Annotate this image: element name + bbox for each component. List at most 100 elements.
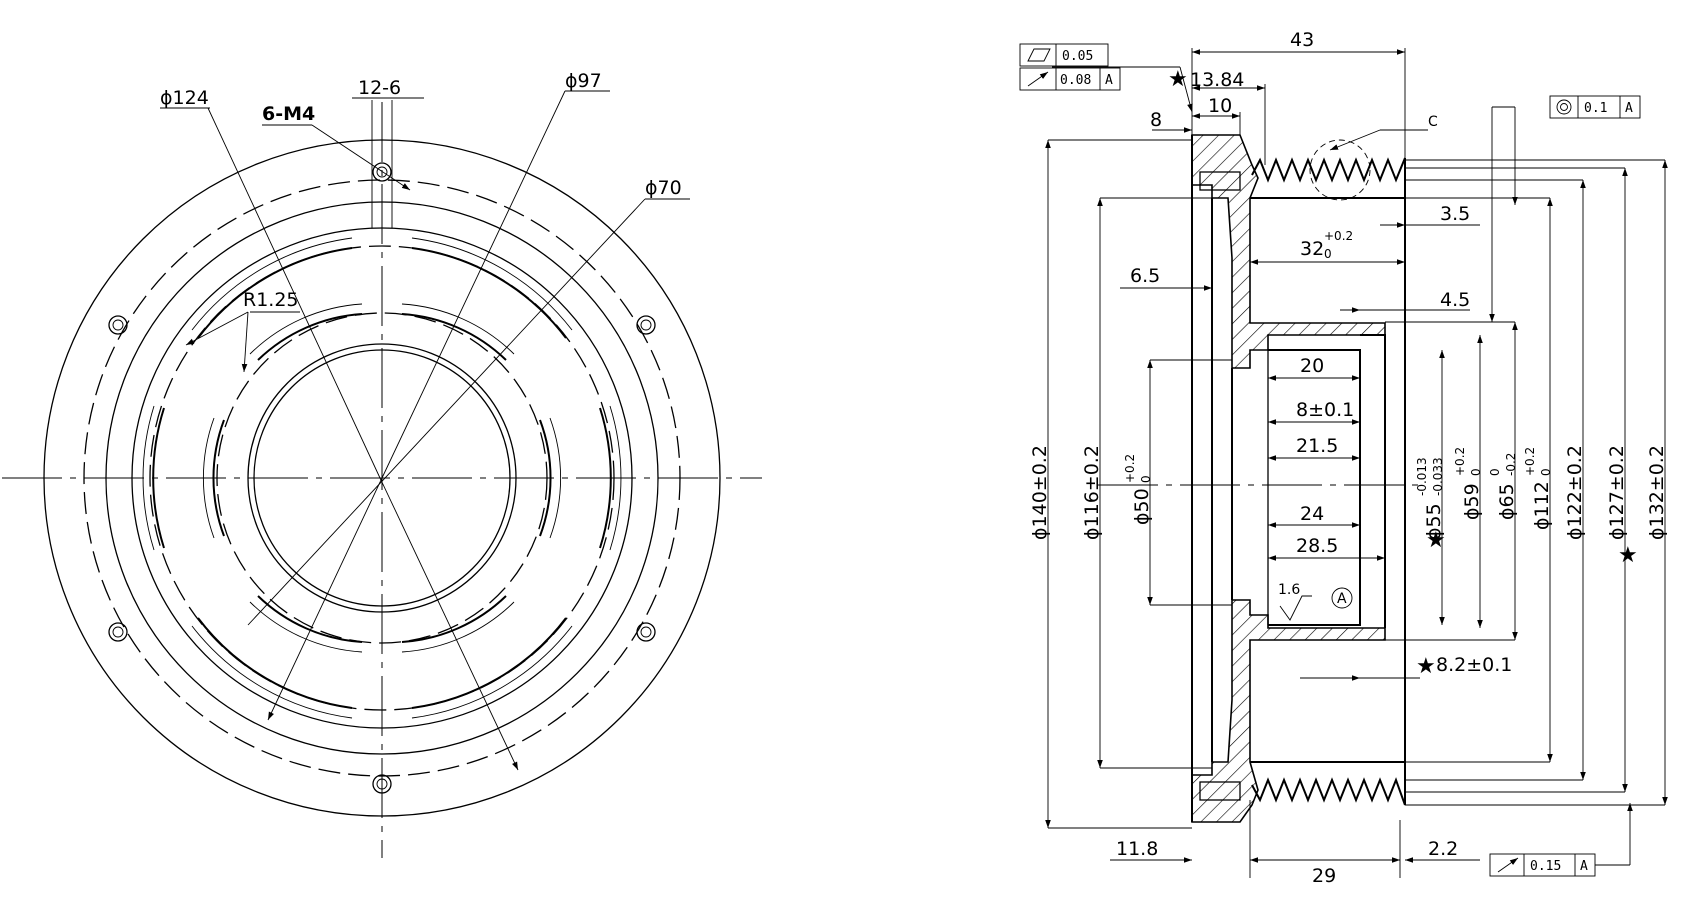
dim-20: 20 [1300, 355, 1324, 377]
circle-d70-outer [247, 343, 517, 613]
m4-leader [311, 124, 411, 191]
slot-inner-4 [401, 595, 507, 643]
circle-d116 [131, 227, 633, 729]
svg-text:★: ★ [1416, 654, 1436, 679]
dim-d55-upper: -0.013 [1415, 457, 1429, 496]
svg-text:★: ★ [1426, 528, 1446, 553]
bolt-hole-1 [372, 162, 392, 182]
slot-outer-4 [411, 617, 567, 709]
dim-d112-lower: 0 [1539, 468, 1553, 476]
svg-text:★: ★ [1618, 543, 1638, 568]
slot-outer-5 [197, 617, 353, 709]
slot-outer-6 [152, 407, 165, 549]
dim-8-pm: 8±0.1 [1296, 399, 1354, 421]
label-d124: ϕ124 [160, 87, 209, 109]
dim-11-8: 11.8 [1116, 838, 1158, 860]
dim-d55-lower: -0.033 [1431, 457, 1445, 496]
dim-4-5: 4.5 [1440, 289, 1470, 311]
section-view: ★ ★ ★ ★ 43 13.84 10 8 C 3.5 32 +0.2 0 6.… [1019, 29, 1668, 887]
detail-circle-c [1309, 139, 1371, 201]
slot-outer-1 [197, 247, 353, 339]
grooves-bottom [1251, 777, 1406, 806]
dim-8: 8 [1150, 109, 1162, 131]
dim-10: 10 [1208, 95, 1232, 117]
dim-43: 43 [1290, 29, 1314, 51]
dim-d116: ϕ116±0.2 [1081, 445, 1103, 540]
datum-a-circle [1331, 587, 1353, 609]
fcf-flatness-value: 0.05 [1062, 49, 1093, 64]
bolt-hole-2 [372, 774, 392, 794]
dim-d127: ϕ127±0.2 [1606, 445, 1628, 540]
runout-icon [1027, 71, 1049, 87]
fcf-concentricity: 0.1 A [1549, 95, 1641, 119]
concentricity-icon [1556, 99, 1572, 115]
label-6-m4: 6-M4 [262, 103, 315, 125]
surface-finish-symbol [1279, 595, 1312, 621]
fcf-runout-2-value: 0.15 [1530, 859, 1561, 874]
bolt-hole-4 [636, 315, 656, 335]
fcf-runout-2: 0.15 A [1489, 853, 1596, 877]
datum-a-label: A [1337, 591, 1347, 607]
dim-32-lower: 0 [1324, 247, 1332, 261]
outer-circle-d140 [43, 139, 721, 817]
fcf-flatness: 0.05 [1019, 43, 1109, 67]
bolt-holes [108, 162, 656, 794]
dim-d59-lower: 0 [1469, 468, 1483, 476]
fcf-runout-2-ref: A [1580, 859, 1588, 874]
label-12-6: 12-6 [358, 77, 401, 99]
d124-leader [379, 477, 519, 771]
bolt-hole-3 [108, 315, 128, 335]
dim-d59-upper: +0.2 [1453, 447, 1467, 476]
slot-outer-3 [599, 407, 612, 549]
dim-6-5: 6.5 [1130, 265, 1160, 287]
label-d97: ϕ97 [565, 70, 602, 92]
inner-slot-circle [216, 312, 548, 644]
fcf-concentricity-value: 0.1 [1584, 101, 1607, 116]
slot-inner-1 [257, 313, 363, 361]
slot-inner-6 [212, 419, 225, 537]
dim-21-5: 21.5 [1296, 435, 1338, 457]
dim-d65: ϕ65 [1496, 483, 1518, 520]
fcf-runout-1-value: 0.08 [1060, 73, 1091, 88]
dim-32-upper: +0.2 [1324, 229, 1353, 243]
dim-d132: ϕ132±0.2 [1646, 445, 1668, 540]
dim-d112: ϕ112 [1531, 481, 1553, 530]
dim-d50-lower: 0 [1139, 475, 1153, 483]
dim-d65-lower: -0.2 [1504, 453, 1518, 476]
dim-32: 32 [1300, 238, 1324, 260]
dim-d112-upper: +0.2 [1523, 447, 1537, 476]
slot-inner-3 [539, 419, 552, 537]
slot-outer-2 [411, 247, 567, 339]
runout-icon-2 [1497, 857, 1519, 873]
label-d70: ϕ70 [645, 177, 682, 199]
dim-28-5: 28.5 [1296, 535, 1338, 557]
dim-d122: ϕ122±0.2 [1564, 445, 1586, 540]
dim-29: 29 [1312, 865, 1336, 887]
label-c: C [1428, 114, 1438, 130]
bolt-hole-5 [108, 622, 128, 642]
dim-d59: ϕ59 [1461, 483, 1483, 520]
fcf-runout-1: 0.08 A [1019, 67, 1121, 91]
dim-d140: ϕ140±0.2 [1029, 445, 1051, 540]
insert-top [1199, 171, 1241, 191]
fcf-runout-1-ref: A [1105, 73, 1113, 88]
bolt-hole-6 [636, 622, 656, 642]
dim-d50-upper: +0.2 [1123, 454, 1137, 483]
insert-bottom [1199, 781, 1241, 801]
dim-2-2: 2.2 [1428, 838, 1458, 860]
dim-24: 24 [1300, 503, 1324, 525]
circle-d124 [105, 201, 659, 755]
dim-3-5: 3.5 [1440, 203, 1470, 225]
surface-finish-value: 1.6 [1278, 582, 1300, 598]
bolt-circle [83, 179, 681, 777]
dim-8-2: 8.2±0.1 [1436, 654, 1512, 676]
d70-leader [247, 198, 646, 626]
fcf-concentricity-ref: A [1625, 101, 1633, 116]
d97-leader [267, 477, 383, 721]
dim-13-84: 13.84 [1190, 69, 1244, 91]
circle-d70-inner [253, 349, 511, 607]
svg-text:★: ★ [1168, 67, 1188, 92]
flatness-icon [1027, 48, 1051, 62]
slot-inner-2 [401, 313, 507, 361]
